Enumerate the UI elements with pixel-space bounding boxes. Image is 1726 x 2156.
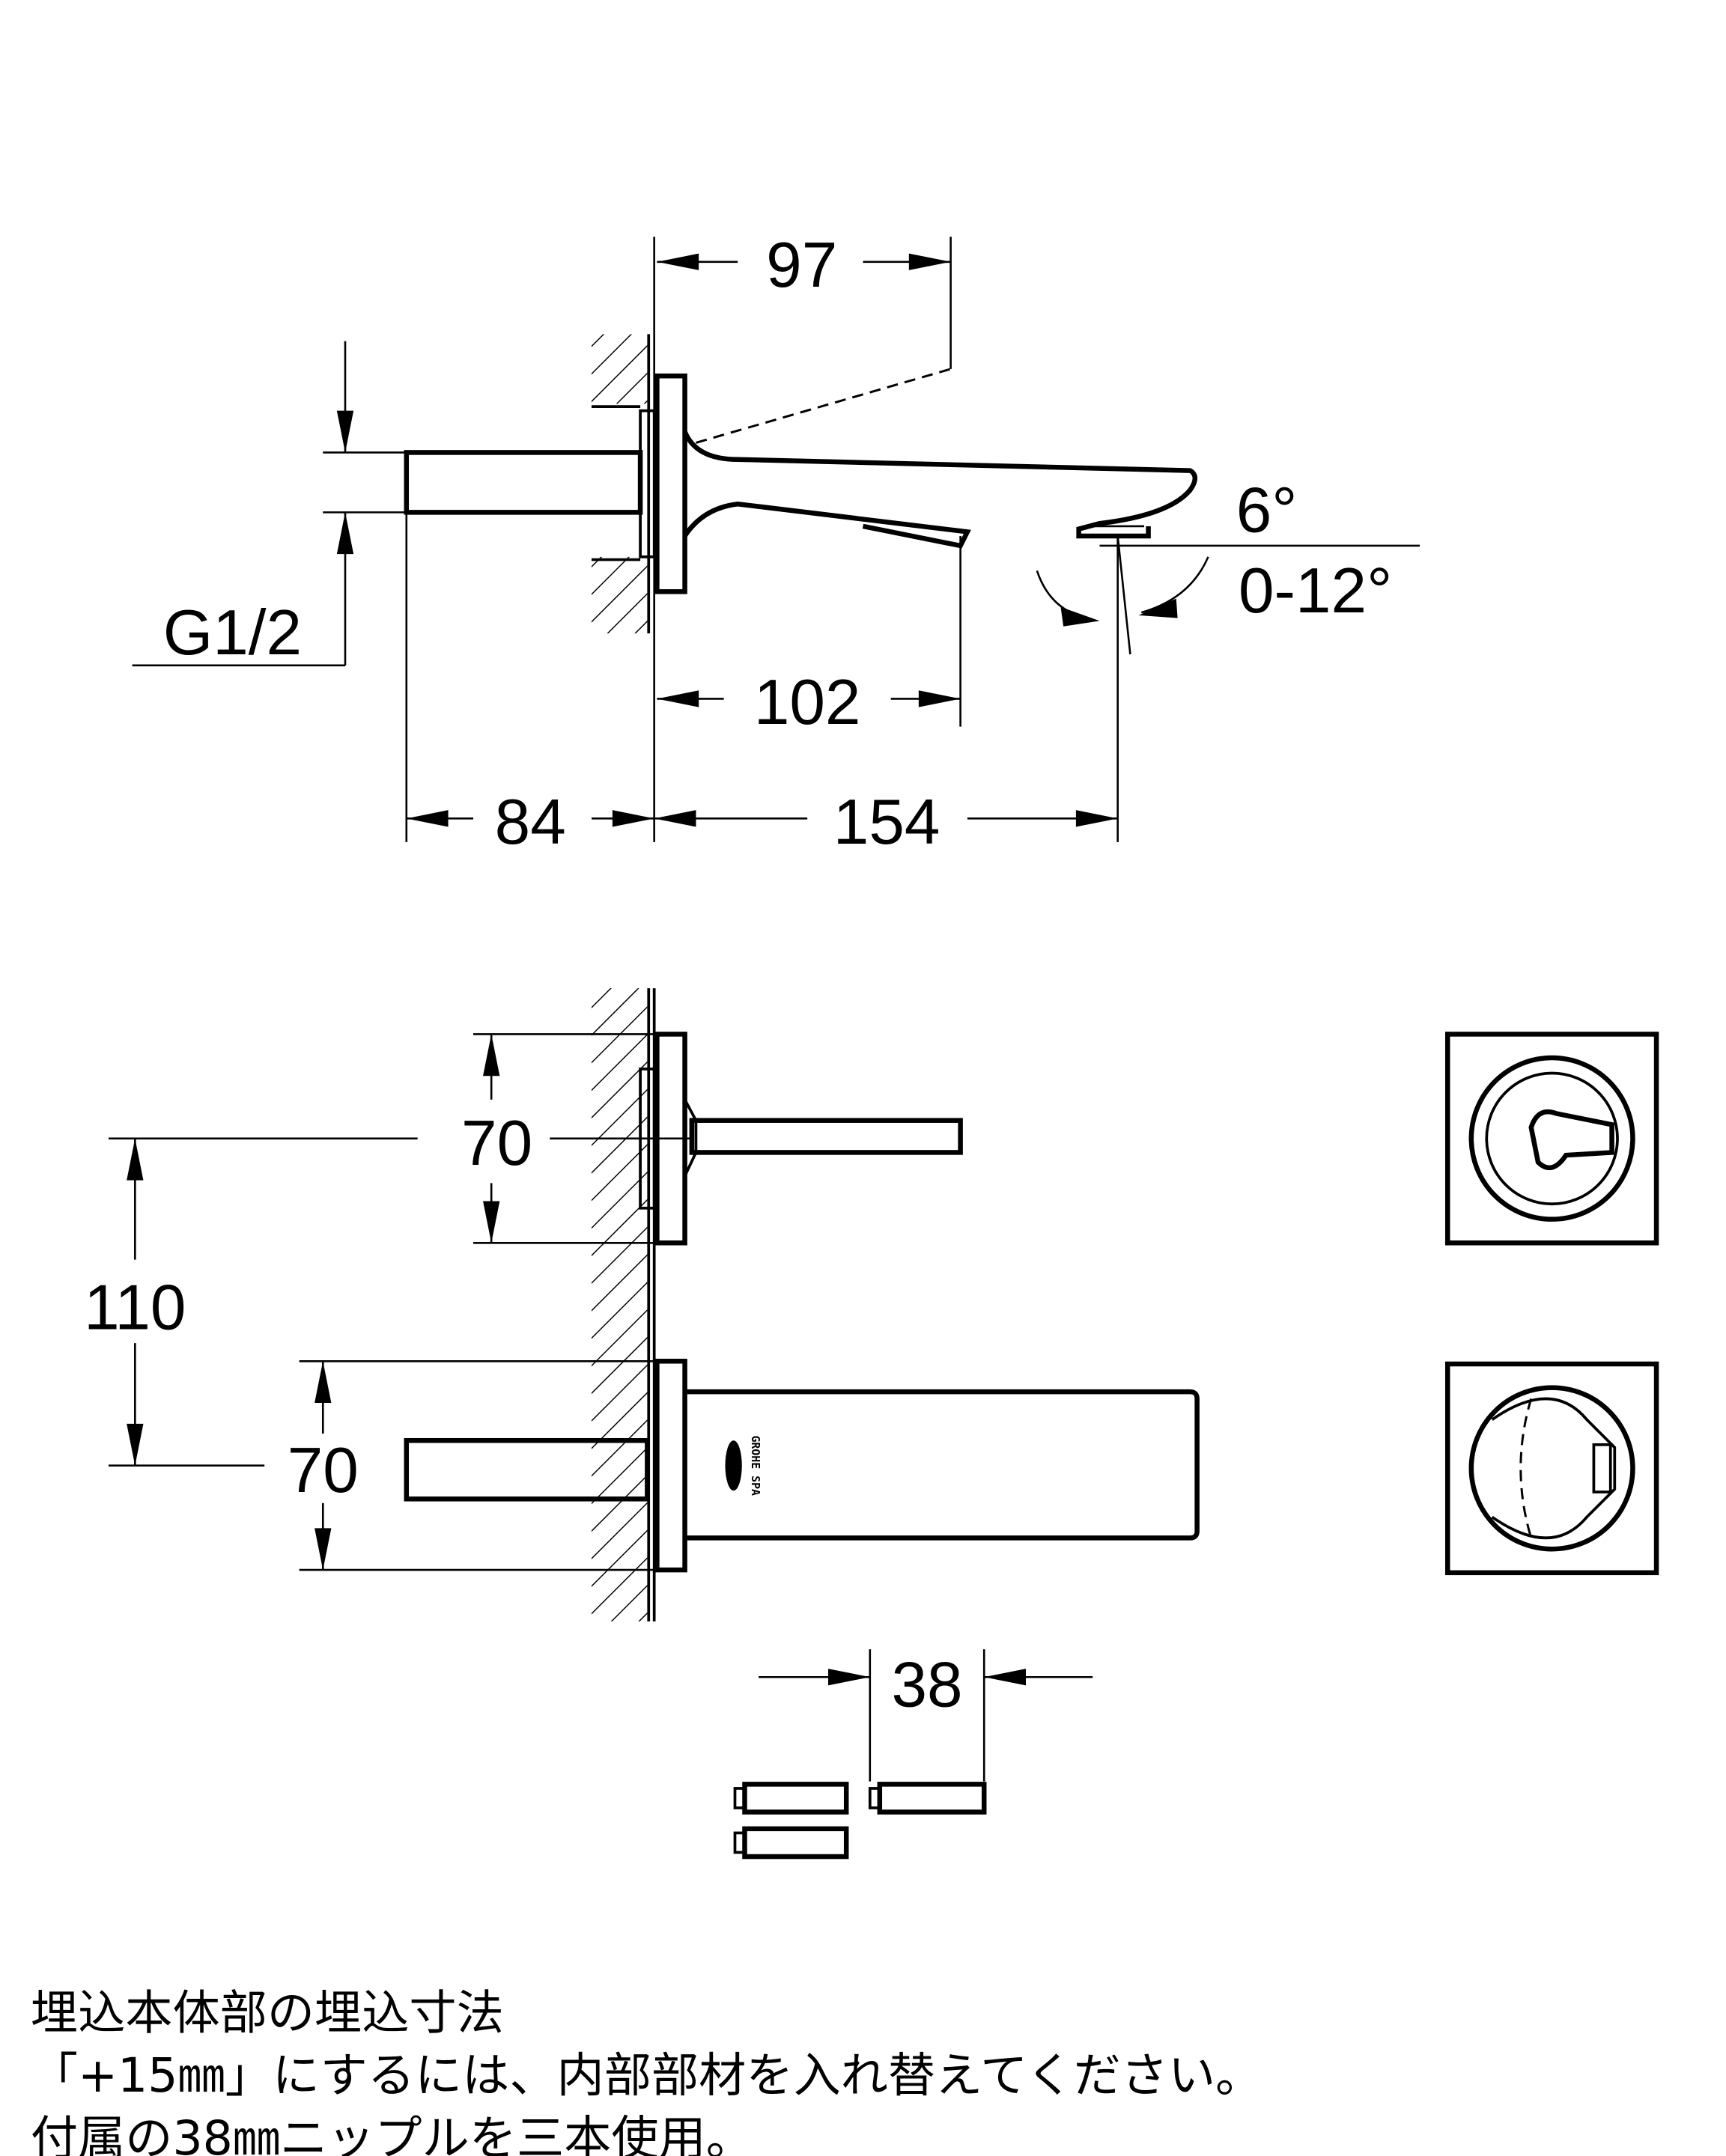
- dim-84: 84: [495, 787, 566, 858]
- wall-hatch-lower: [592, 556, 648, 634]
- supply-pipe-front: [404, 1437, 650, 1502]
- dim-154: 154: [833, 787, 941, 858]
- wall-hatch-upper: [592, 334, 648, 404]
- dim-110: 110: [84, 1273, 186, 1344]
- spout: [682, 430, 1198, 549]
- svg-text:GROHE SPA: GROHE SPA: [749, 1435, 762, 1496]
- nipple-2: [733, 1782, 849, 1815]
- spout-plate-front: [1444, 1361, 1659, 1576]
- spout-body: [684, 1389, 1200, 1541]
- supply-pipe: [404, 450, 643, 515]
- lever-plate-front: [1444, 1032, 1659, 1246]
- dim-70-upper: 70: [461, 1108, 532, 1179]
- angle-range: 0-12°: [1239, 555, 1392, 627]
- dim-70-lower: 70: [288, 1435, 359, 1506]
- thread-size: G1/2: [163, 597, 302, 669]
- nipple-1: [868, 1782, 987, 1815]
- dim-102: 102: [754, 667, 861, 738]
- wall-hatch: [592, 988, 648, 1621]
- angle-fixed: 6°: [1236, 475, 1298, 546]
- grohe-logo: GROHE SPA: [725, 1435, 762, 1496]
- note-line-3: 付属の38㎜ニップルを三本使用。: [31, 2110, 753, 2156]
- side-view: 97 102 84 154 G1/2 6°: [132, 230, 1420, 858]
- front-view: GROHE SPA 70 110 70: [84, 988, 1659, 1860]
- note-line-2: 「+15㎜」にするには、内部部材を入れ替えてください。: [31, 2047, 1262, 2103]
- notes: 埋込本体部の埋込寸法 「+15㎜」にするには、内部部材を入れ替えてください。 付…: [31, 1985, 1262, 2156]
- flange: [654, 373, 687, 594]
- dim-97: 97: [766, 230, 837, 301]
- lever-handle: [689, 1118, 963, 1155]
- spout-flange: [654, 1359, 687, 1573]
- tilt-dashed-line: [696, 368, 952, 444]
- nipple-3: [733, 1826, 849, 1860]
- note-line-1: 埋込本体部の埋込寸法: [31, 1985, 504, 2041]
- dim-38: 38: [891, 1649, 962, 1720]
